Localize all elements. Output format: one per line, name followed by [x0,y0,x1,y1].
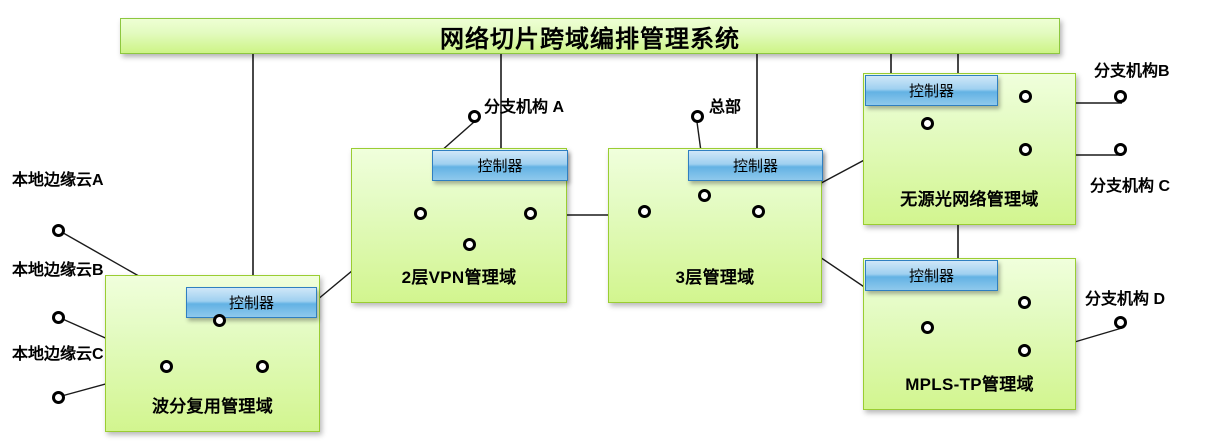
node-ext-wdm-a[interactable] [52,224,65,237]
node-pon-1[interactable] [921,117,934,130]
node-pon-2[interactable] [1019,90,1032,103]
label-branch-a: 分支机构 A [484,99,565,116]
label-branch-d: 分支机构 D [1085,291,1166,308]
label-edge-cloud-a: 本地边缘云A [12,172,104,189]
node-ext-wdm-b[interactable] [52,311,65,324]
node-l3-1[interactable] [698,189,711,202]
node-ext-branch-c[interactable] [1114,143,1127,156]
node-pon-3[interactable] [1019,143,1032,156]
domain-label-pon: 无源光网络管理域 [900,190,1039,209]
node-ext-hq[interactable] [691,110,704,123]
domain-label-l2vpn: 2层VPN管理域 [401,268,517,287]
node-ext-branch-d[interactable] [1114,316,1127,329]
node-l3-2[interactable] [638,205,651,218]
node-ext-branch-a[interactable] [468,110,481,123]
system-banner: 网络切片跨域编排管理系统 [120,18,1060,54]
node-wdm-2[interactable] [160,360,173,373]
label-hq: 总部 [709,99,742,116]
domain-label-mplstp: MPLS-TP管理域 [905,375,1034,394]
node-mplstp-3[interactable] [1018,344,1031,357]
node-wdm-3[interactable] [256,360,269,373]
node-l2vpn-3[interactable] [524,207,537,220]
node-mplstp-2[interactable] [1018,296,1031,309]
system-title: 网络切片跨域编排管理系统 [440,25,740,53]
node-l2vpn-1[interactable] [414,207,427,220]
controller-mplstp[interactable]: 控制器 [865,260,998,291]
label-edge-cloud-c: 本地边缘云C [12,346,104,363]
node-l2vpn-2[interactable] [463,238,476,251]
domain-label-l3: 3层管理域 [675,268,755,287]
node-l3-3[interactable] [752,205,765,218]
controller-l2vpn[interactable]: 控制器 [432,150,568,181]
controller-pon[interactable]: 控制器 [865,75,998,106]
label-branch-c: 分支机构 C [1090,178,1171,195]
node-wdm-1[interactable] [213,314,226,327]
node-ext-wdm-c[interactable] [52,391,65,404]
node-mplstp-1[interactable] [921,321,934,334]
controller-l3[interactable]: 控制器 [688,150,823,181]
controller-wdm[interactable]: 控制器 [186,287,317,318]
domain-label-wdm: 波分复用管理域 [151,397,274,416]
label-branch-b: 分支机构B [1094,63,1170,80]
label-edge-cloud-b: 本地边缘云B [12,262,104,279]
node-ext-branch-b[interactable] [1114,90,1127,103]
